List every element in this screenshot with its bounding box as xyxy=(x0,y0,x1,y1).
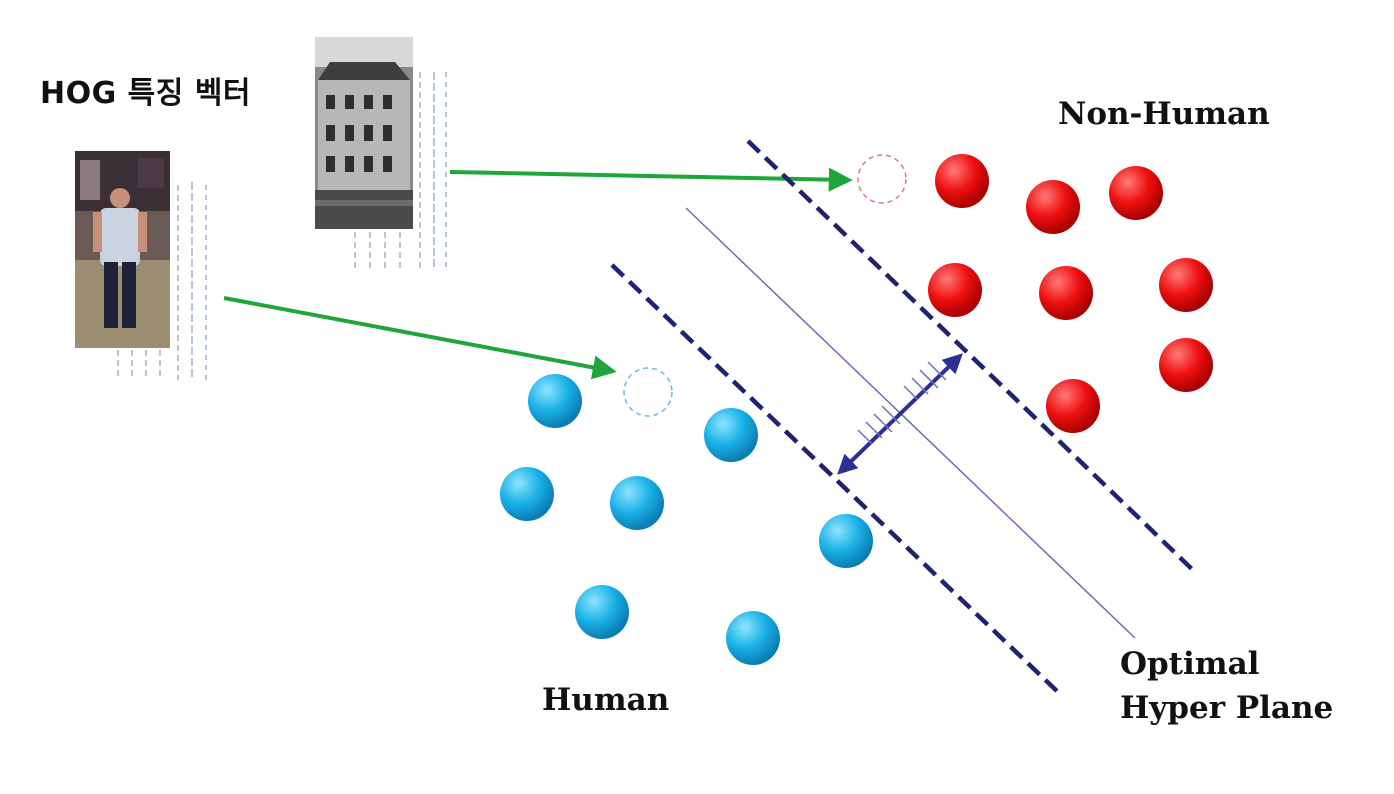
non-human-point xyxy=(935,154,989,208)
non-human-mapping-arrow xyxy=(449,167,853,192)
human-point xyxy=(704,408,758,462)
non-human-point xyxy=(1026,180,1080,234)
human-point xyxy=(819,514,873,568)
non-human-point xyxy=(1159,258,1213,312)
non-human-point xyxy=(1039,266,1093,320)
human-point xyxy=(528,374,582,428)
optimal-label-line1: Optimal xyxy=(1120,646,1260,682)
human-point xyxy=(500,467,554,521)
new-non-human-sample xyxy=(857,154,907,204)
human-class-label: Human xyxy=(542,682,670,718)
non-human-class-label: Non-Human xyxy=(1058,96,1270,132)
non-human-point xyxy=(1159,338,1213,392)
human-mapping-arrow xyxy=(223,296,617,380)
new-human-sample xyxy=(623,367,673,417)
human-points xyxy=(500,374,873,665)
human-margin-line xyxy=(610,263,1062,696)
human-point xyxy=(610,476,664,530)
non-human-point xyxy=(1046,379,1100,433)
human-sample-image xyxy=(75,151,170,348)
human-point xyxy=(726,611,780,665)
non-human-sample-image xyxy=(315,37,413,229)
hog-feature-vector-label: HOG 특징 벡터 xyxy=(40,76,252,111)
margin-width-arrow xyxy=(837,353,963,475)
non-human-hog-vector xyxy=(354,72,447,268)
human-hog-vector xyxy=(117,182,207,380)
non-human-point xyxy=(1109,166,1163,220)
optimal-hyperplane-label: Optimal Hyper Plane xyxy=(1120,642,1333,730)
optimal-label-line2: Hyper Plane xyxy=(1120,690,1334,726)
non-human-point xyxy=(928,263,982,317)
non-human-points xyxy=(928,154,1213,433)
human-point xyxy=(575,585,629,639)
margin-tick-marks xyxy=(857,361,947,445)
non-human-margin-line xyxy=(746,139,1198,575)
